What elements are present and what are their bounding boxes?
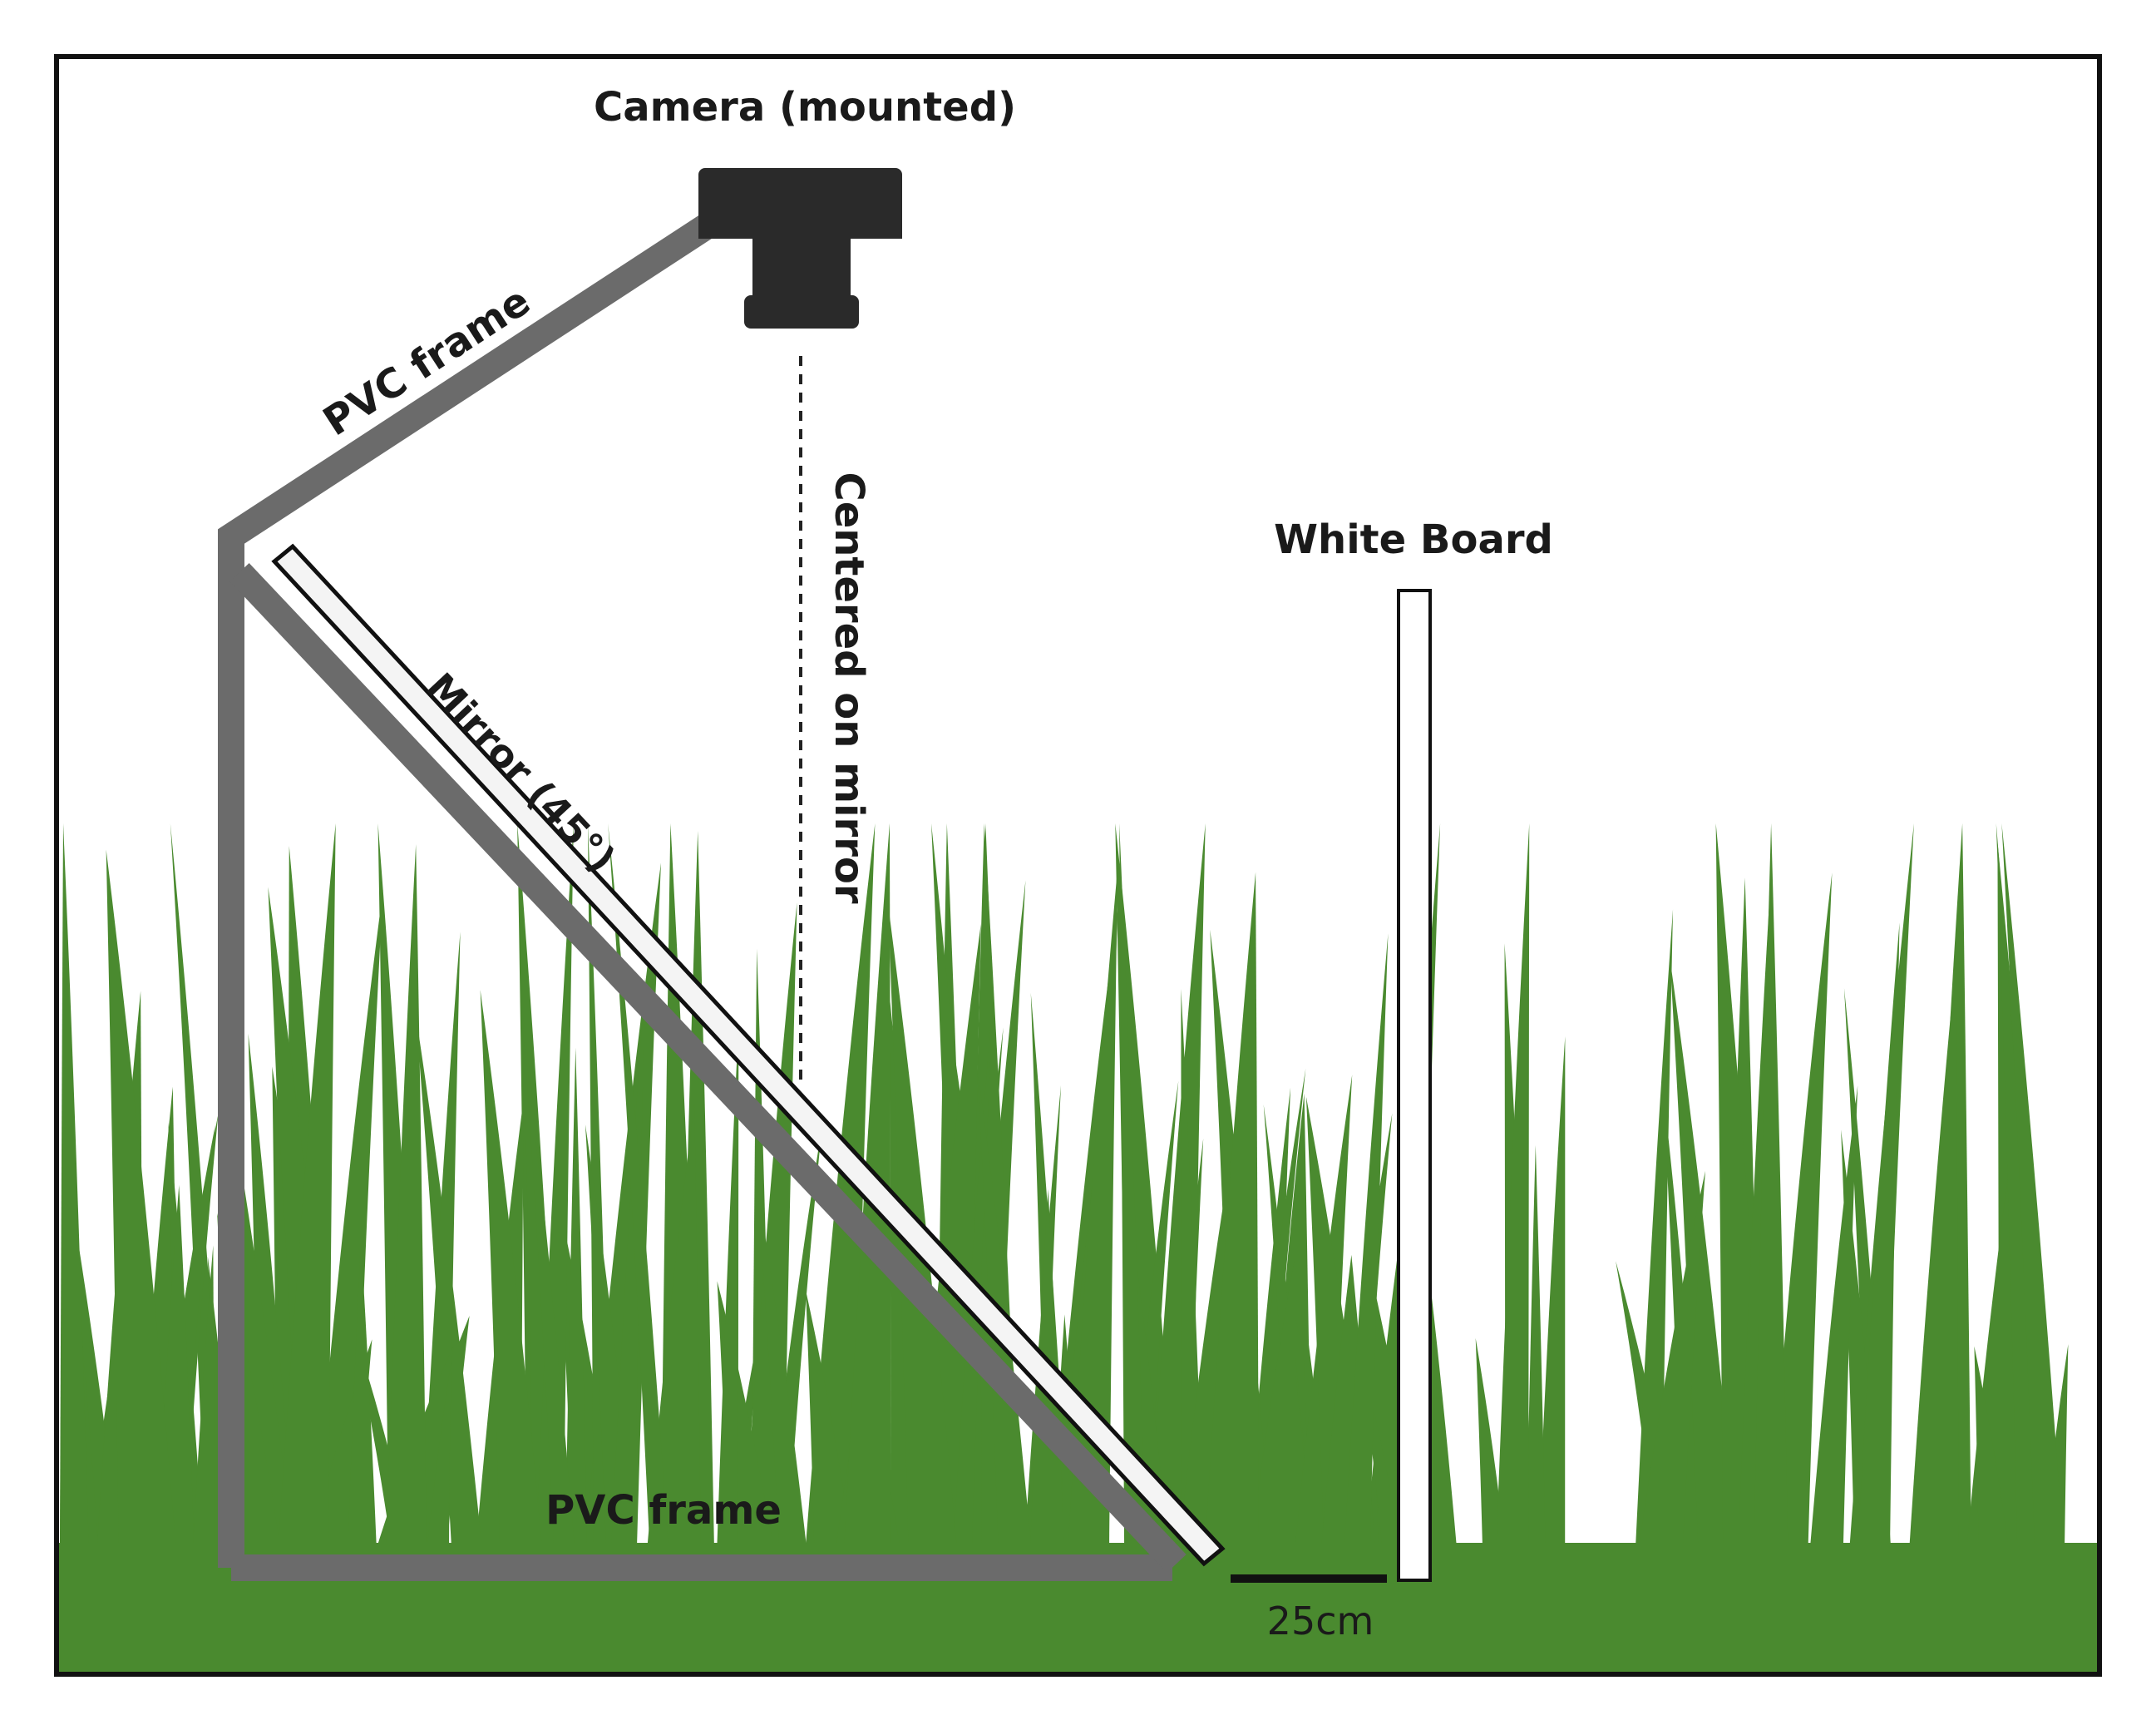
- grass-blade: [1526, 1144, 1546, 1555]
- grass-blade: [1974, 1346, 2010, 1555]
- grass-blade: [1754, 823, 1788, 1555]
- grass-blade: [717, 1025, 739, 1555]
- grass-blade: [1908, 956, 1959, 1555]
- grass-blade: [385, 844, 427, 1555]
- grass-blade: [610, 977, 645, 1555]
- grass-blade: [608, 823, 669, 1555]
- pvc-frame-lower-label: PVC frame: [545, 1487, 782, 1534]
- grass-blade: [1119, 823, 1147, 1555]
- camera-icon: [698, 168, 902, 329]
- white-board-label: White Board: [1274, 516, 1553, 563]
- grass-illustration: [60, 823, 2069, 1555]
- pvc-frame-diagonal: [229, 563, 1187, 1573]
- camera-body-ledge: [698, 212, 902, 239]
- centered-on-mirror-label: Centered on mirror: [826, 472, 872, 903]
- grass-blade: [1809, 1085, 1858, 1555]
- grass-blade: [278, 823, 336, 1555]
- grass-blade: [106, 849, 177, 1555]
- grass-blade: [192, 1245, 215, 1555]
- mirror-panel: [271, 543, 1226, 1567]
- camera-lens: [752, 239, 851, 304]
- diagram-border: [54, 54, 2102, 1677]
- grass-blade: [60, 823, 90, 1555]
- grass-blade: [480, 990, 543, 1555]
- grass-blade: [1067, 867, 1118, 1555]
- grass-blade: [1344, 933, 1389, 1555]
- distance-label: 25cm: [1267, 1599, 1374, 1643]
- grass-blade: [524, 1041, 575, 1555]
- camera-label: Camera (mounted): [594, 84, 1016, 131]
- grass-blade: [1670, 959, 1739, 1555]
- white-board-icon: [1397, 589, 1432, 1582]
- grass-blade: [1637, 1170, 1705, 1555]
- grass-blade: [1857, 922, 1900, 1555]
- grass-blade: [1250, 1257, 1296, 1555]
- grass-blade: [757, 1189, 808, 1555]
- mirror-icon: [271, 543, 1226, 1567]
- camera-lens-cap: [744, 295, 859, 329]
- grass-blade: [2001, 823, 2065, 1555]
- grass-blade: [565, 1047, 588, 1555]
- grass-blade: [806, 1290, 854, 1555]
- grass-blade: [1537, 1036, 1566, 1555]
- grass-blade: [347, 1241, 377, 1555]
- grass-blade: [1204, 872, 1260, 1555]
- grass-blade: [1496, 823, 1530, 1555]
